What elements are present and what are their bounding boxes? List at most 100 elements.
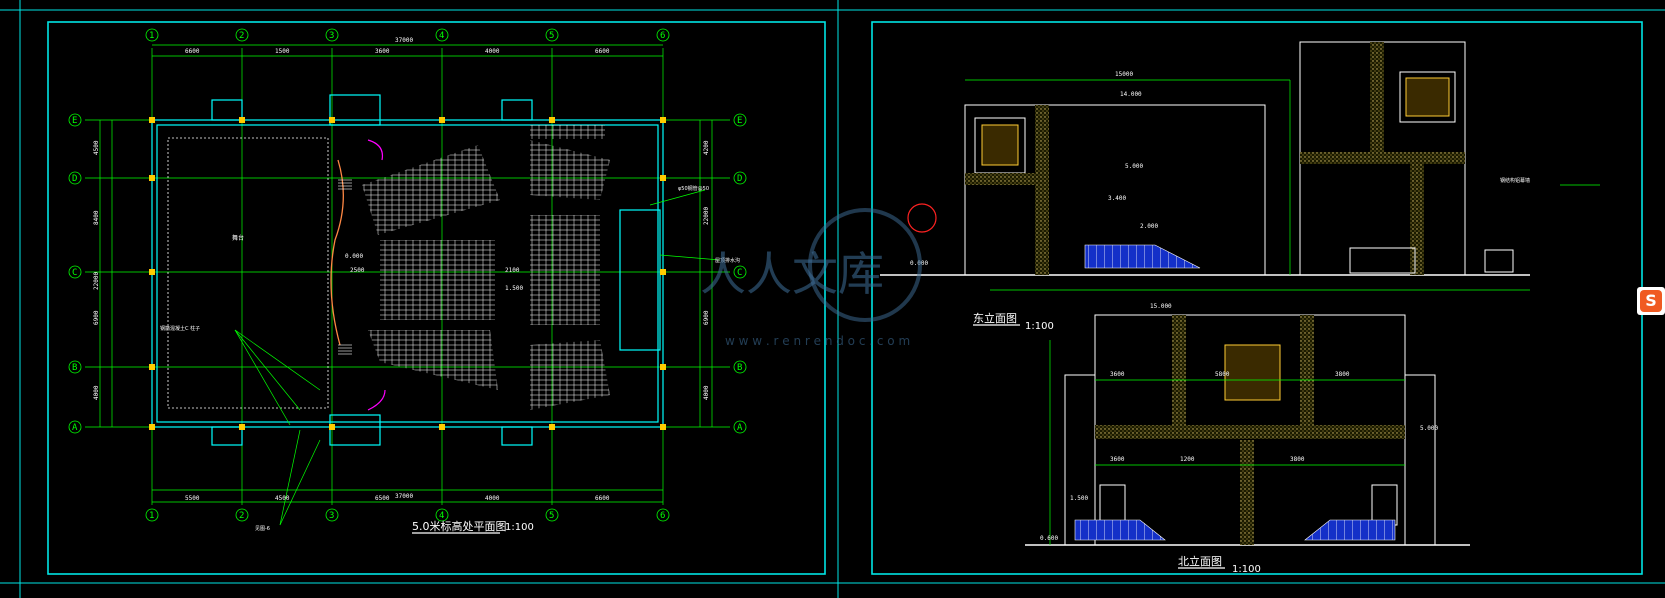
axis-letter: C: [72, 268, 77, 278]
dimension-text: 6900: [703, 310, 710, 325]
axis-number: 6: [660, 511, 665, 521]
axis-number: 1: [149, 511, 154, 521]
east-beam-right: [1300, 152, 1465, 164]
axis-bubble-1: [145, 508, 159, 522]
east-beam-left: [965, 173, 1045, 185]
dimension-text: 3800: [1290, 456, 1305, 463]
note-column: 钢筋混凝土C 柱子: [160, 325, 200, 332]
dimension-text: 3800: [1335, 371, 1350, 378]
dimension-text: 4000: [485, 495, 500, 502]
axis-bubble-E: [733, 113, 747, 127]
axis-letter: D: [72, 174, 77, 184]
axis-number: 4: [439, 31, 444, 41]
watermark-text: 人人文库: [700, 247, 884, 301]
axis-number: 6: [660, 31, 665, 41]
dimension-text: 22000: [703, 207, 710, 225]
axis-bubble-C: [733, 265, 747, 279]
door-swing-bottom: [367, 389, 386, 411]
axis-bubble-B: [733, 360, 747, 374]
axis-letter: B: [737, 363, 742, 373]
north-column-center: [1240, 440, 1254, 545]
east-note: 钢结构铝幕墙: [1500, 177, 1530, 184]
axis-bubble-2: [235, 28, 249, 42]
north-rail-right: [1304, 519, 1396, 541]
plan-columns: [149, 117, 666, 430]
level-mark: 14.000: [1120, 91, 1142, 98]
level-mark: 1.500: [1070, 495, 1088, 502]
axis-bubble-A: [68, 420, 82, 434]
brand-s-icon: S: [1640, 290, 1662, 312]
axis-letter: E: [737, 116, 742, 126]
level-mark: 5.000: [1420, 425, 1438, 432]
north-rail-left: [1074, 519, 1166, 541]
seating-area: [362, 125, 610, 410]
plan-scale: 1:100: [505, 522, 534, 533]
axis-bubble-3: [325, 28, 339, 42]
axis-bubble-4: [435, 28, 449, 42]
east-title: 东立面图: [973, 311, 1017, 325]
east-window-ornament-left: [981, 124, 1019, 166]
axis-letter: C: [737, 268, 742, 278]
dimension-text: 5800: [1215, 371, 1230, 378]
axis-number: 2: [239, 511, 244, 521]
east-bench: [1349, 247, 1416, 274]
east-top-dim: 15000: [1115, 71, 1133, 78]
watermark: 人人文库 w w w . r e n r e n d o c . c o m: [700, 208, 922, 348]
mid-dim: 2100: [505, 267, 520, 274]
north-window-ornament: [1224, 344, 1281, 401]
axis-letter: D: [737, 174, 742, 184]
dimension-text: 5500: [185, 495, 200, 502]
door-swing-top: [367, 139, 384, 161]
stage-label: 舞台: [232, 234, 244, 242]
dimension-text: 4000: [485, 48, 500, 55]
stage-edge-curve: [330, 159, 344, 346]
dimension-text: 1500: [275, 48, 290, 55]
dimension-text: 6900: [93, 310, 100, 325]
overall-bottom: 37000: [395, 493, 413, 500]
axis-number: 1: [149, 31, 154, 41]
axis-bubble-2: [235, 508, 249, 522]
note-wall: 屋顶排水沟: [715, 257, 740, 264]
slope-mark: 1.500: [505, 285, 523, 292]
east-side-bench: [1484, 249, 1514, 273]
axis-bubble-6: [656, 508, 670, 522]
axis-bubble-B: [68, 360, 82, 374]
axis-bubble-4: [435, 508, 449, 522]
axis-number: 4: [439, 511, 444, 521]
dimension-text: 4500: [275, 495, 290, 502]
east-column-right: [1410, 157, 1424, 275]
level-mark: 15.000: [1150, 303, 1172, 310]
axis-bubble-6: [656, 28, 670, 42]
level-mark: 3.400: [1108, 195, 1126, 202]
axis-bubble-3: [325, 508, 339, 522]
dimension-text: 6600: [595, 48, 610, 55]
east-window-ornament-right: [1405, 77, 1450, 117]
dimension-text: 4200: [703, 140, 710, 155]
north-column-l1: [1172, 315, 1186, 425]
dimension-text: 6500: [375, 495, 390, 502]
east-column-left: [1035, 105, 1049, 275]
axis-number: 5: [549, 31, 554, 41]
dimension-text: 4000: [93, 385, 100, 400]
dimension-text: 8400: [93, 210, 100, 225]
axis-letter: B: [72, 363, 77, 373]
north-title: 北立面图: [1178, 554, 1222, 568]
dimension-text: 3600: [1110, 371, 1125, 378]
dimension-text: 3600: [1110, 456, 1125, 463]
axis-bubble-D: [68, 171, 82, 185]
brand-badge[interactable]: S: [1637, 287, 1665, 315]
axis-bubble-5: [545, 508, 559, 522]
axis-letter: E: [72, 116, 77, 126]
north-scale: 1:100: [1232, 564, 1261, 575]
axis-letter: A: [72, 423, 78, 433]
dimension-text: 4500: [93, 140, 100, 155]
overall-top: 37000: [395, 37, 413, 44]
